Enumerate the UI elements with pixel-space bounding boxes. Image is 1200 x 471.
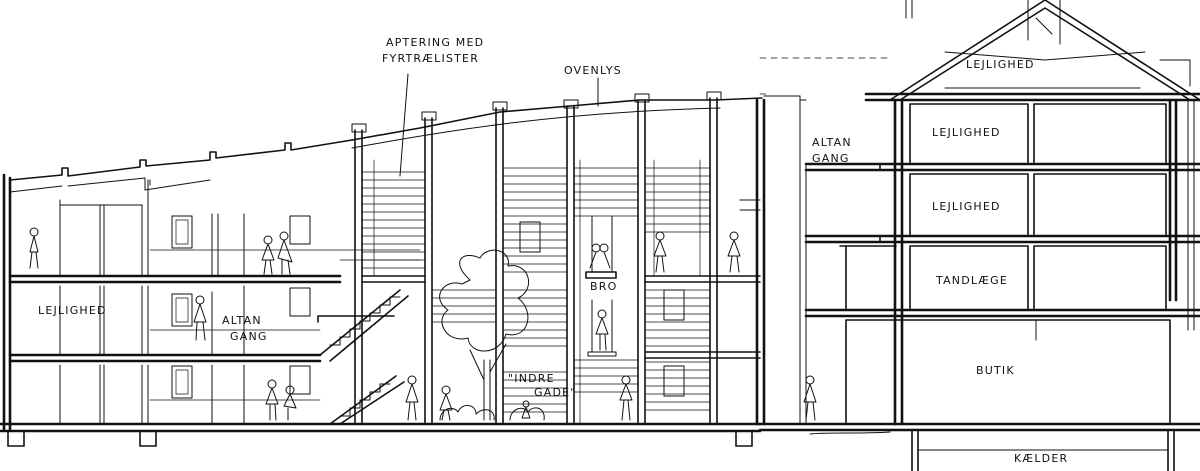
left-building [0, 139, 762, 447]
right-building [758, 0, 1200, 471]
label-indre-gade-2: GADE" [534, 386, 577, 399]
label-kaelder: KÆLDER [1014, 452, 1068, 465]
annotations: APTERING MED FYRTRÆLISTER OVENLYS LEJLIG… [38, 36, 1068, 465]
label-lejlighed-left: LEJLIGHED [38, 304, 107, 317]
label-lejlighed-r2: LEJLIGHED [932, 200, 1001, 213]
label-altan-right-2: GANG [812, 152, 850, 165]
label-altan-left-2: GANG [230, 330, 268, 343]
label-bro: BRO [590, 280, 617, 293]
label-lejlighed-roof: LEJLIGHED [966, 58, 1035, 71]
label-altan-right-1: ALTAN [812, 136, 852, 149]
label-lejlighed-r1: LEJLIGHED [932, 126, 1001, 139]
label-butik: BUTIK [976, 364, 1015, 377]
label-ovenlys: OVENLYS [564, 64, 622, 77]
label-aptering-2: FYRTRÆLISTER [382, 52, 479, 65]
atrium [317, 73, 763, 425]
label-aptering-1: APTERING MED [386, 36, 484, 49]
label-altan-left-1: ALTAN [222, 314, 262, 327]
label-tandlaege: TANDLÆGE [935, 274, 1008, 287]
label-indre-gade-1: "INDRE [508, 372, 555, 385]
